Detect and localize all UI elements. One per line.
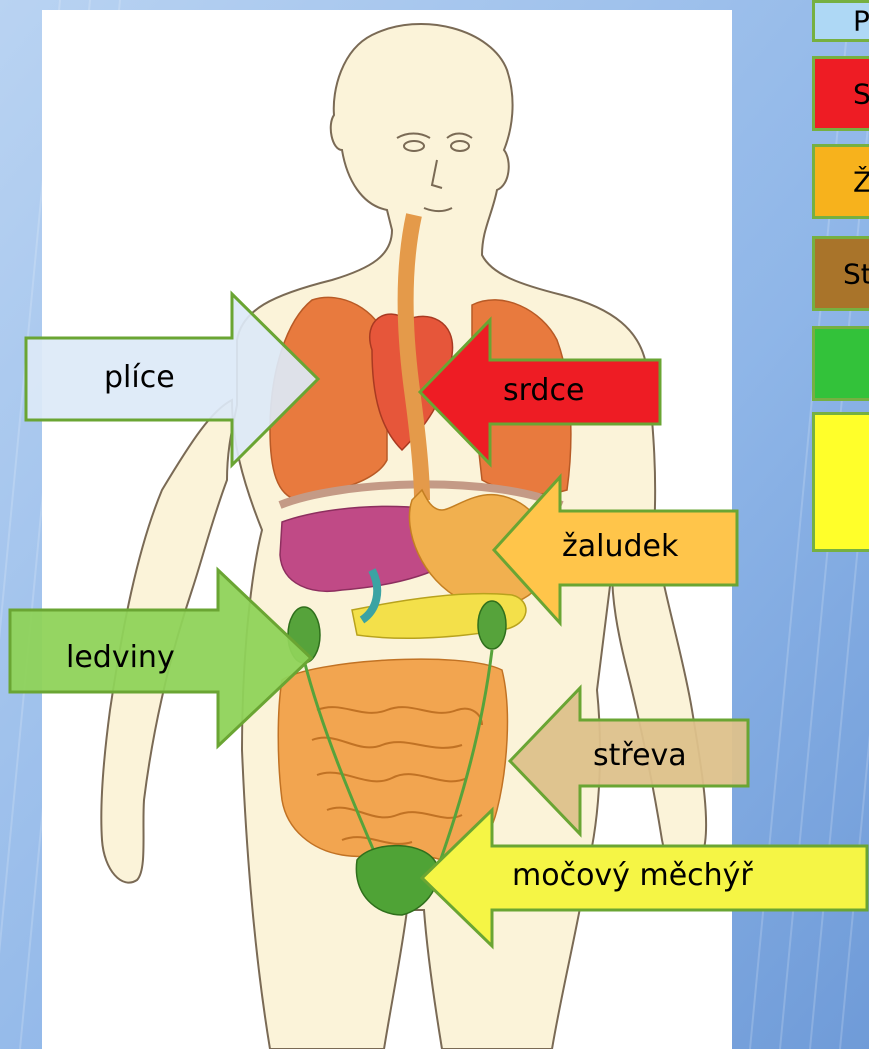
legend-box-z[interactable]: Ž [812,144,869,219]
label-srdce: srdce [503,373,584,408]
legend-text-s: S [853,77,869,110]
legend-box-st[interactable]: St [812,236,869,311]
legend-box-s[interactable]: S [812,56,869,131]
label-ledviny: ledviny [66,640,175,675]
arrow-zaludek[interactable]: žaludek [492,475,739,625]
arrow-plice[interactable]: plíce [24,292,320,467]
legend-text-p: P [853,5,869,38]
legend-box-p[interactable]: P [812,0,869,42]
legend-text-st: St [843,257,869,290]
arrow-ledviny[interactable]: ledviny [8,568,313,748]
arrow-mocovy-mechyr[interactable]: močový měchýř [420,808,869,948]
legend-box-yellow[interactable] [812,412,869,552]
legend-text-z: Ž [853,165,869,198]
label-zaludek: žaludek [562,529,678,564]
arrow-srdce[interactable]: srdce [418,318,662,466]
legend-box-green[interactable] [812,326,869,401]
label-mocovy-mechyr: močový měchýř [512,858,753,893]
label-plice: plíce [104,360,175,395]
label-streva: střeva [593,738,687,773]
